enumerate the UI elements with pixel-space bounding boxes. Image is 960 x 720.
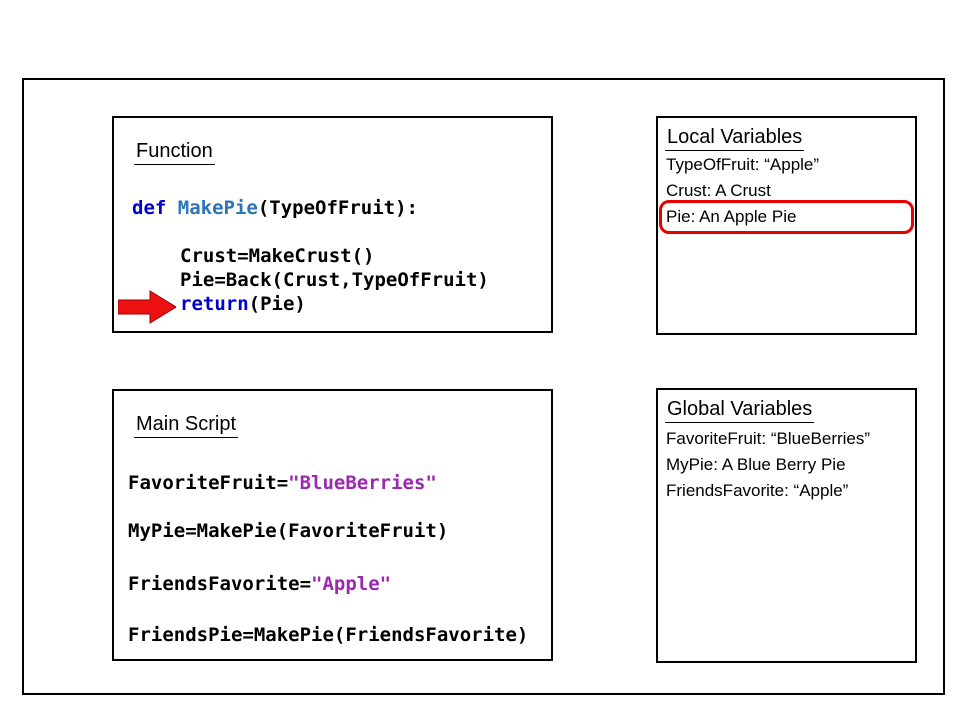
function-box-title: Function [134, 140, 215, 165]
code-line-mypie: MyPie=MakePie(FavoriteFruit) [128, 520, 449, 542]
local-variables-box: Local Variables TypeOfFruit: “Apple” Cru… [656, 116, 917, 335]
global-variables-list: FavoriteFruit: “BlueBerries” MyPie: A Bl… [666, 426, 909, 504]
code-line-return: return(Pie) [180, 292, 306, 316]
local-variables-list: TypeOfFruit: “Apple” Crust: A Crust Pie:… [666, 152, 909, 230]
code-line-pie: Pie=Back(Crust,TypeOfFruit) [180, 269, 489, 291]
function-name: MakePie [177, 197, 258, 219]
string-literal: "BlueBerries" [288, 472, 437, 494]
def-params: (TypeOfFruit): [257, 197, 418, 219]
code-line-favoritefruit: FavoriteFruit="BlueBerries" [128, 471, 437, 495]
def-keyword: def [132, 197, 178, 219]
main-script-box: Main Script FavoriteFruit="BlueBerries" … [112, 389, 553, 661]
global-variables-box: Global Variables FavoriteFruit: “BlueBer… [656, 388, 917, 663]
string-literal: "Apple" [311, 573, 392, 595]
code-line-crust: Crust=MakeCrust() [180, 245, 375, 267]
local-variable-item: TypeOfFruit: “Apple” [666, 155, 820, 174]
main-script-title: Main Script [134, 413, 239, 438]
local-variables-title: Local Variables [665, 126, 805, 151]
local-variable-item: Crust: A Crust [666, 181, 771, 200]
assignment-lhs: FriendsFavorite= [128, 573, 312, 595]
execution-arrow-icon [118, 290, 176, 324]
return-args: (Pie) [248, 293, 306, 315]
local-variable-item-highlighted: Pie: An Apple Pie [666, 207, 797, 226]
code-line-def: def MakePie(TypeOfFruit): [132, 196, 418, 220]
assignment-lhs: FavoriteFruit= [128, 472, 289, 494]
global-variable-item: FavoriteFruit: “BlueBerries” [666, 429, 871, 448]
function-box: Function def MakePie(TypeOfFruit): Crust… [112, 116, 553, 333]
global-variable-item: MyPie: A Blue Berry Pie [666, 455, 846, 474]
code-line-friendspie: FriendsPie=MakePie(FriendsFavorite) [128, 624, 529, 646]
global-variables-title: Global Variables [665, 398, 815, 423]
return-keyword: return [180, 293, 249, 315]
code-line-friendsfavorite: FriendsFavorite="Apple" [128, 572, 391, 596]
global-variable-item: FriendsFavorite: “Apple” [666, 481, 849, 500]
